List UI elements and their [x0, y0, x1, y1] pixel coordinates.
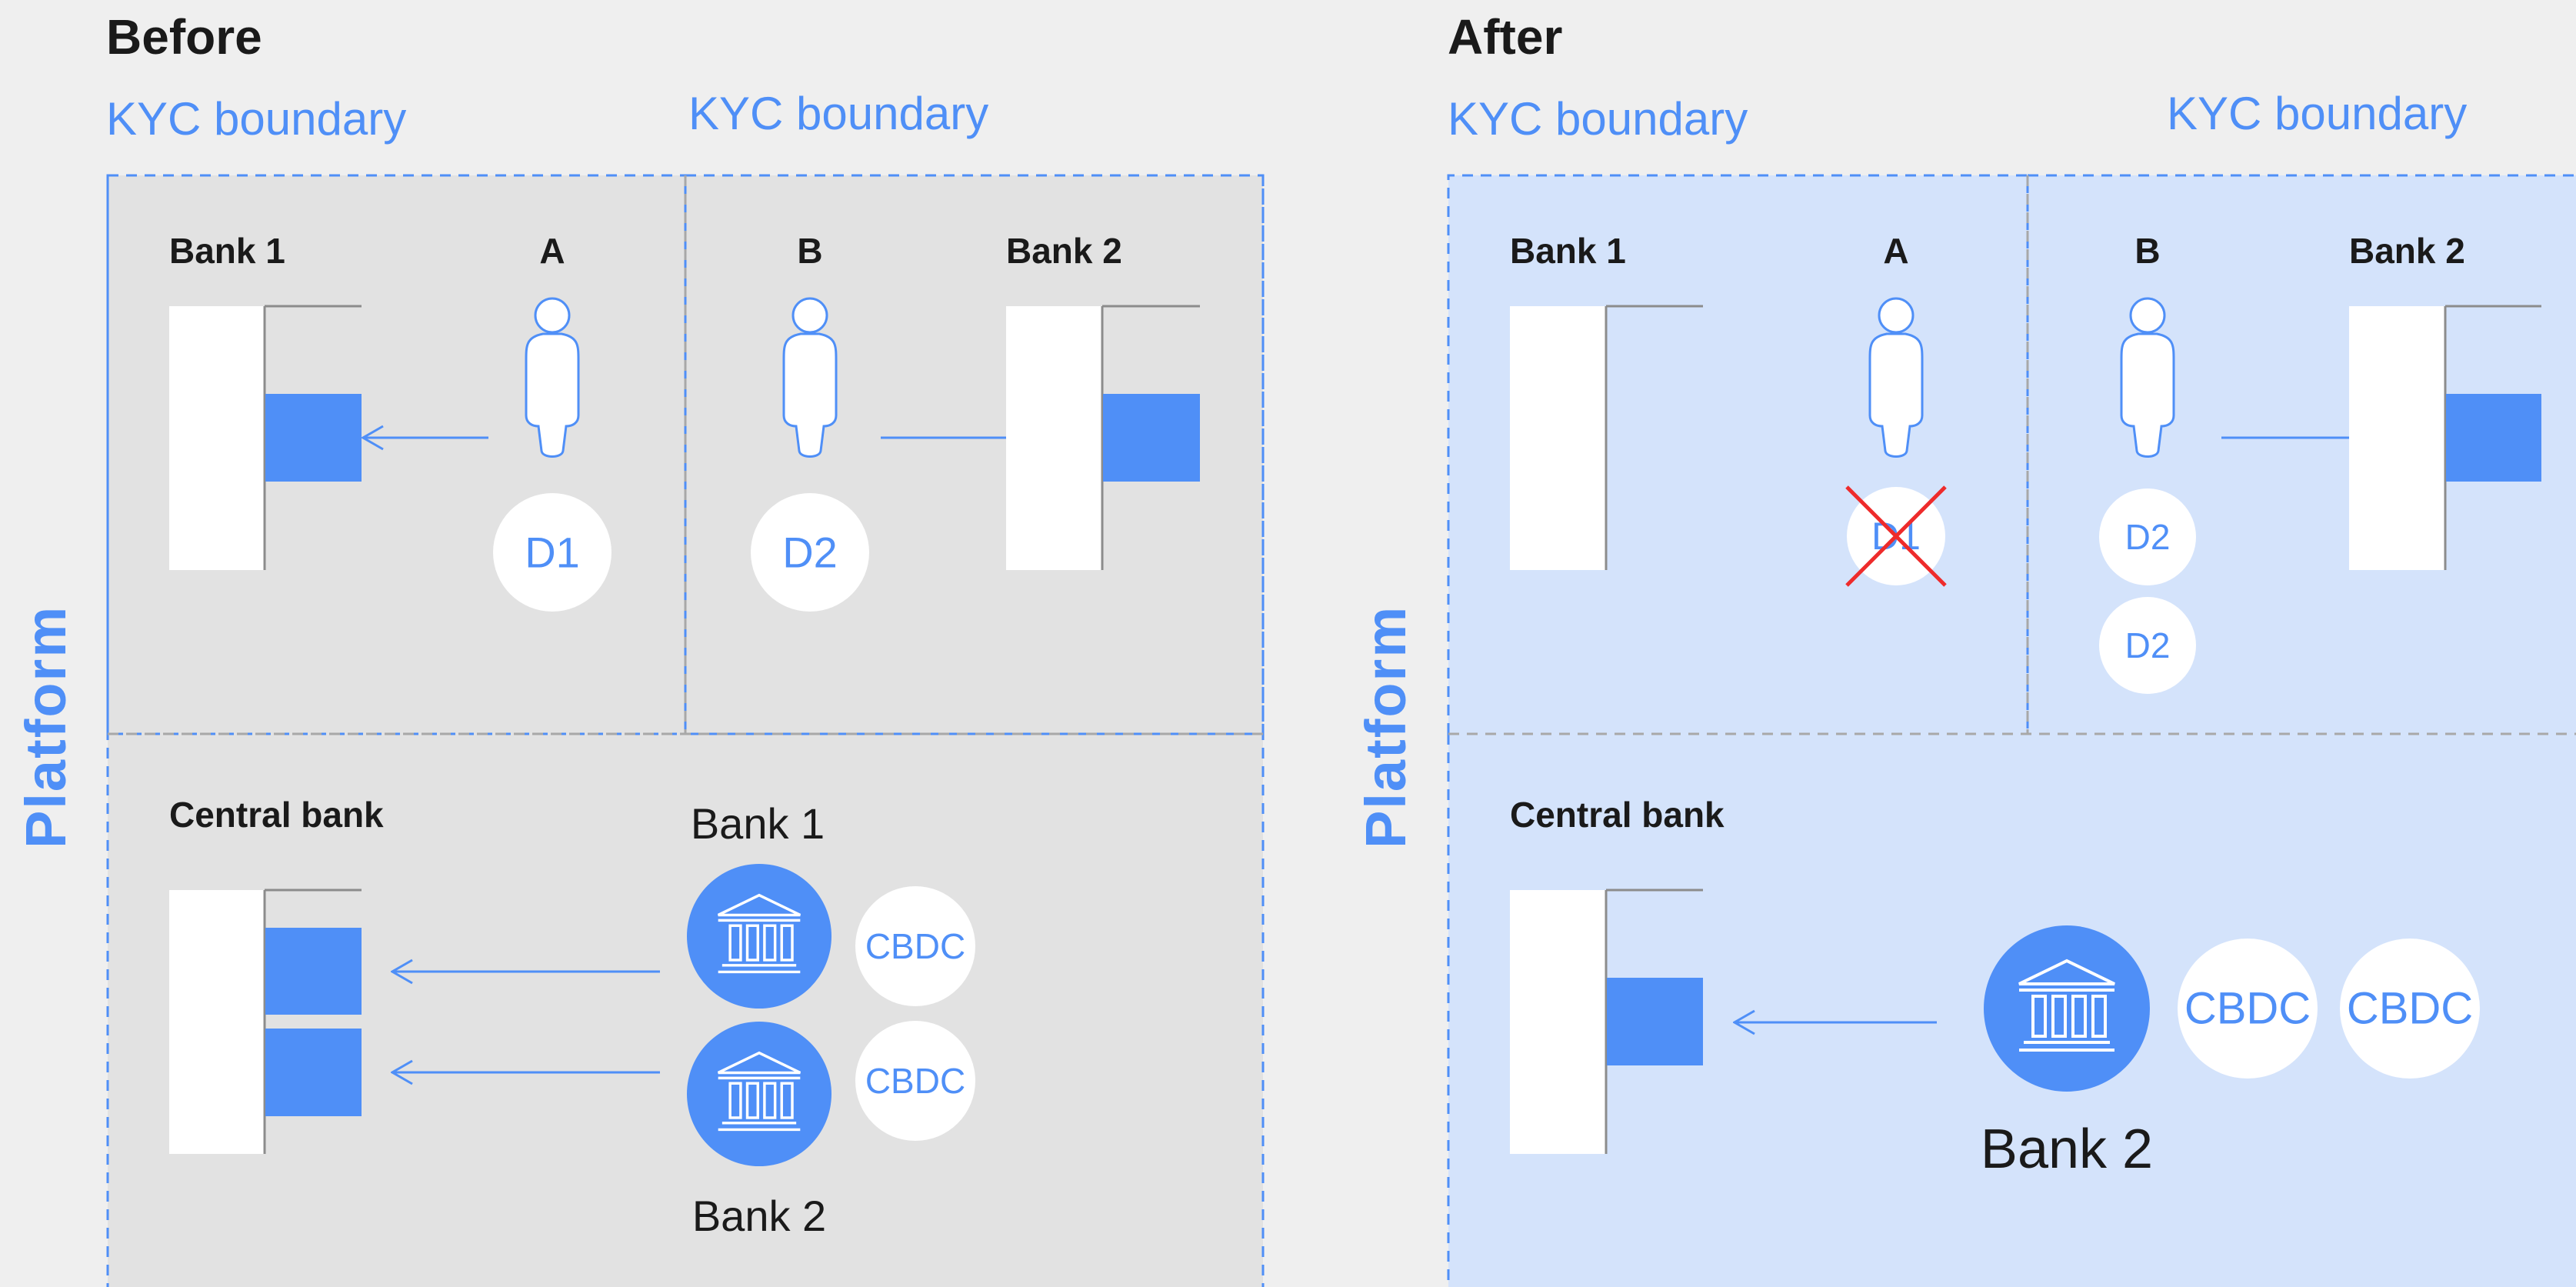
- after-cb-reserve-block-bank2: [1607, 978, 1703, 1065]
- after-deposit-d2-coin-2: D2: [2099, 597, 2196, 694]
- before-bank1-deposit-block: [265, 394, 362, 482]
- before-bank1-building-icon: [687, 864, 831, 1009]
- after-central-bank-ledger: [1510, 889, 1703, 1154]
- after-kyc-label-right: KYC boundary: [2167, 88, 2467, 139]
- after-bank2-building-icon: [1984, 925, 2150, 1092]
- before-bank2-label: Bank 2: [1006, 231, 1122, 271]
- before-cbdc-coin-1: CBDC: [855, 886, 975, 1006]
- after-user-b-label: B: [2134, 231, 2160, 271]
- cross-icon: [1845, 485, 1947, 587]
- after-bank2-ledger: [2349, 305, 2541, 570]
- after-cbdc-coin-2: CBDC: [2340, 939, 2480, 1079]
- after-platform-label: Platform: [1354, 605, 1418, 849]
- before-cbdc-1-text: CBDC: [865, 926, 965, 966]
- before-central-bank-ledger: [169, 889, 362, 1154]
- after-deposit-d2-text-2: D2: [2125, 625, 2171, 665]
- before-bank2-building-icon: [687, 1022, 831, 1166]
- before-deposit-d2-coin: D2: [751, 493, 869, 612]
- before-kyc-label-left: KYC boundary: [106, 93, 406, 145]
- before-user-a-label: A: [539, 231, 565, 271]
- after-cb-bank2-label: Bank 2: [1981, 1119, 2153, 1180]
- after-kyc-boundary-left: [1447, 174, 2029, 734]
- before-bank2-ledger: [1006, 305, 1200, 570]
- before-cbdc-2-text: CBDC: [865, 1061, 965, 1101]
- after-section: After KYC boundary KYC boundary Platform…: [1354, 9, 2576, 1287]
- before-bank1-label: Bank 1: [169, 231, 285, 271]
- before-cb-bank1-label: Bank 1: [691, 799, 825, 848]
- before-deposit-d2-text: D2: [782, 528, 838, 577]
- before-deposit-d1-coin: D1: [493, 493, 612, 612]
- after-heading: After: [1448, 9, 1562, 65]
- after-bank1-label: Bank 1: [1510, 231, 1626, 271]
- after-deposit-d2-coin-1: D2: [2099, 488, 2196, 585]
- after-deposit-d1-removed: D1: [1845, 485, 1947, 587]
- before-user-b-label: B: [797, 231, 822, 271]
- before-bank1-ledger: [169, 305, 362, 570]
- after-kyc-label-left: KYC boundary: [1448, 93, 1748, 145]
- before-cbdc-coin-2: CBDC: [855, 1021, 975, 1141]
- after-bank2-label: Bank 2: [2349, 231, 2465, 271]
- after-central-bank-label: Central bank: [1510, 795, 1725, 835]
- after-bank1-ledger: [1510, 305, 1703, 570]
- before-bank2-deposit-block: [1103, 394, 1200, 482]
- after-deposit-d2-text-1: D2: [2125, 517, 2171, 557]
- before-central-bank-label: Central bank: [169, 795, 384, 835]
- before-heading: Before: [106, 9, 262, 65]
- before-kyc-label-right: KYC boundary: [688, 88, 988, 139]
- before-cb-bank2-label: Bank 2: [692, 1192, 826, 1240]
- after-bank2-deposit-block: [2446, 394, 2541, 482]
- before-platform-label: Platform: [14, 605, 78, 849]
- after-user-a-label: A: [1883, 231, 1908, 271]
- after-cbdc-1-text: CBDC: [2184, 984, 2311, 1034]
- before-deposit-d1-text: D1: [525, 528, 580, 577]
- before-section: Before KYC boundary KYC boundary Platfor…: [14, 9, 1265, 1287]
- after-cbdc-2-text: CBDC: [2347, 984, 2473, 1034]
- before-cb-reserve-block-bank1: [265, 928, 362, 1015]
- after-cbdc-coin-1: CBDC: [2178, 939, 2318, 1079]
- before-cb-reserve-block-bank2: [265, 1029, 362, 1116]
